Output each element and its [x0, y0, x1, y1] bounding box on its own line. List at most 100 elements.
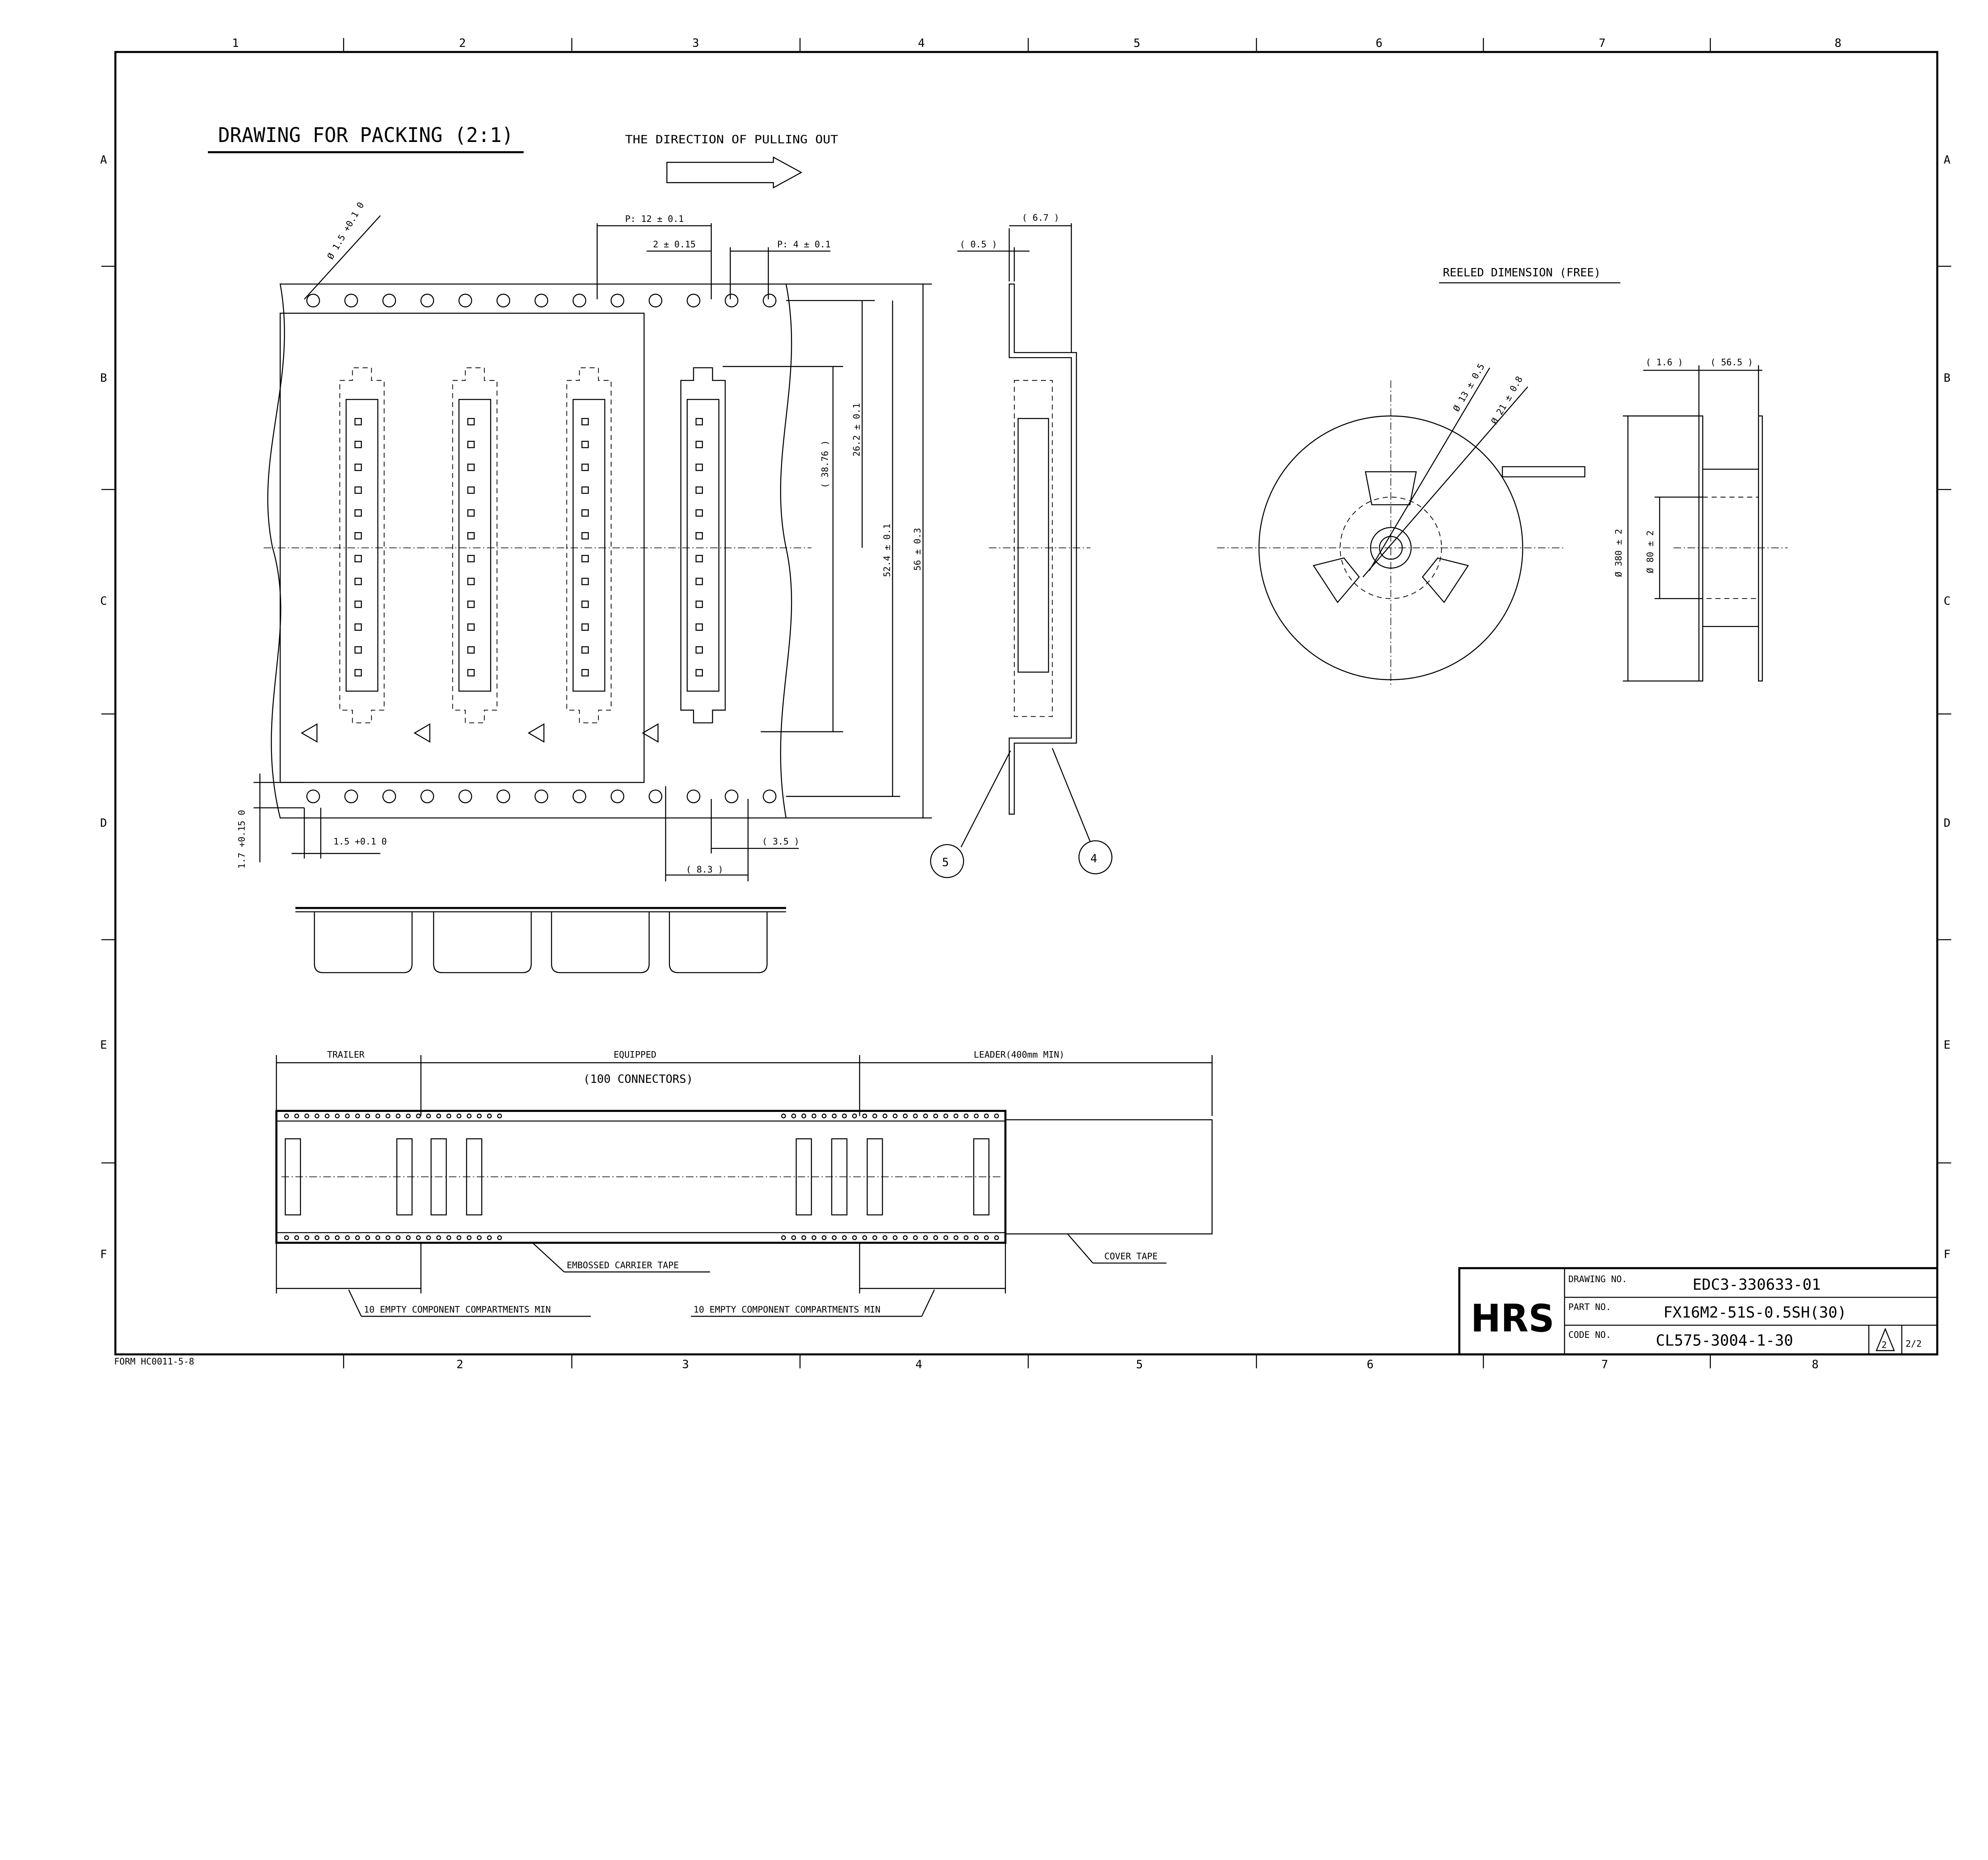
strip-hole: [304, 1114, 309, 1119]
dim-reel-21: Ø 21 ± 0.8: [1489, 375, 1525, 426]
strip-hole: [882, 1114, 887, 1119]
zone-label-bottom: 8: [1812, 1358, 1819, 1371]
strip-hole: [335, 1235, 340, 1240]
zone-label-bottom: 6: [1367, 1358, 1373, 1371]
connector-contact: [581, 646, 589, 654]
connector-contact: [695, 646, 703, 654]
strip-hole: [872, 1235, 878, 1240]
strip-hole: [933, 1235, 938, 1240]
reel-side-view: Ø 380 ± 2 Ø 80 ± 2 ( 1.6 ) ( 56.5 ): [1613, 357, 1788, 682]
strip-hole: [963, 1114, 969, 1119]
strip-hole: [862, 1114, 867, 1119]
sprocket-hole: [687, 789, 701, 803]
strip-hole: [497, 1114, 502, 1119]
filled-connector: [466, 1138, 483, 1216]
connector-contact: [354, 418, 362, 426]
connector-contact: [581, 418, 589, 426]
strip-hole: [872, 1114, 878, 1119]
strip-hole: [984, 1114, 989, 1119]
strip-hole: [426, 1114, 431, 1119]
dim-pitch-12: P: 12 ± 0.1: [625, 214, 684, 224]
sprocket-hole: [648, 789, 662, 803]
dim-38-76: ( 38.76 ): [820, 440, 830, 488]
balloon-5: [930, 844, 964, 878]
zone-label-top: 7: [1599, 36, 1606, 50]
sprocket-hole: [344, 789, 358, 803]
balloon-4-label: 4: [1090, 851, 1097, 865]
strip-hole: [355, 1114, 360, 1119]
zone-label-bottom: 5: [1136, 1358, 1143, 1371]
revision-triangle-icon: [1875, 1327, 1895, 1351]
strip-hole: [913, 1114, 918, 1119]
empty-compartment: [396, 1138, 413, 1216]
connector-contact: [695, 463, 703, 471]
drawing-frame: [114, 51, 1938, 1356]
strip-hole: [487, 1114, 492, 1119]
connector-body: [687, 399, 720, 692]
zone-label-bottom: 4: [915, 1358, 922, 1371]
connector-contact: [695, 555, 703, 562]
dim-pitch-4: P: 4 ± 0.1: [777, 239, 831, 250]
connector-contact: [354, 509, 362, 517]
row-label-right: E: [1943, 1038, 1950, 1051]
strip-hole: [791, 1114, 796, 1119]
zone-label-top: 3: [692, 36, 699, 50]
empty-compartments-left: 10 EMPTY COMPONENT COMPARTMENTS MIN: [364, 1304, 551, 1315]
connector-contact: [354, 463, 362, 471]
strip-hole: [324, 1235, 330, 1240]
sprocket-hole: [573, 293, 586, 307]
strip-hole: [406, 1235, 411, 1240]
connector-contact: [581, 669, 589, 676]
direction-label: THE DIRECTION OF PULLING OUT: [625, 132, 838, 146]
connector-contact: [581, 577, 589, 585]
strip-hole: [315, 1235, 320, 1240]
strip-hole: [862, 1235, 867, 1240]
tape-side-section: [295, 907, 786, 974]
carrier-tape-top-view: [264, 284, 812, 819]
strip-hole: [284, 1235, 289, 1240]
orientation-triangle-icon: [528, 723, 545, 743]
zone-label-top: 6: [1376, 36, 1382, 50]
connector-contact: [581, 532, 589, 540]
row-label-right: C: [1943, 594, 1950, 608]
connector-contact: [354, 532, 362, 540]
strip-hole: [396, 1235, 401, 1240]
sprocket-hole: [420, 293, 434, 307]
row-label-left: E: [100, 1038, 107, 1051]
connector-contact: [354, 441, 362, 448]
sprocket-hole: [763, 293, 777, 307]
form-number: FORM HC0011-5-8: [114, 1357, 194, 1367]
strip-hole: [852, 1114, 857, 1119]
row-label-left: B: [100, 371, 107, 385]
strip-hole: [446, 1235, 451, 1240]
strip-hole: [375, 1235, 381, 1240]
sprocket-hole: [724, 293, 739, 307]
dim-0-5: ( 0.5 ): [960, 239, 997, 250]
filled-connector: [796, 1138, 812, 1216]
dim-6-7: ( 6.7 ): [1022, 213, 1059, 223]
strip-hole: [436, 1235, 441, 1240]
leader-label: LEADER(400mm MIN): [974, 1050, 1064, 1060]
strip-hole: [466, 1114, 472, 1119]
strip-hole: [477, 1235, 482, 1240]
strip-hole: [832, 1235, 837, 1240]
strip-hole: [893, 1114, 898, 1119]
drawing-no-label: DRAWING NO.: [1569, 1274, 1627, 1285]
balloon-5-label: 5: [942, 855, 949, 869]
connector-contact: [467, 577, 475, 585]
connector-contact: [581, 555, 589, 562]
connector-contact: [354, 646, 362, 654]
strip-hole: [345, 1114, 350, 1119]
strip-hole: [984, 1235, 989, 1240]
connector-contact: [581, 601, 589, 608]
sprocket-hole: [763, 789, 777, 803]
dim-26-2: 26.2 ± 0.1: [852, 403, 862, 457]
row-label-left: A: [100, 153, 107, 166]
connector-contact: [467, 646, 475, 654]
empty-compartments-right: 10 EMPTY COMPONENT COMPARTMENTS MIN: [693, 1304, 880, 1315]
strip-hole: [801, 1235, 806, 1240]
strip-hole: [913, 1235, 918, 1240]
strip-hole: [335, 1114, 340, 1119]
tape-layout: TRAILER EQUIPPED (100 CONNECTORS) LEADER…: [275, 1050, 1213, 1317]
